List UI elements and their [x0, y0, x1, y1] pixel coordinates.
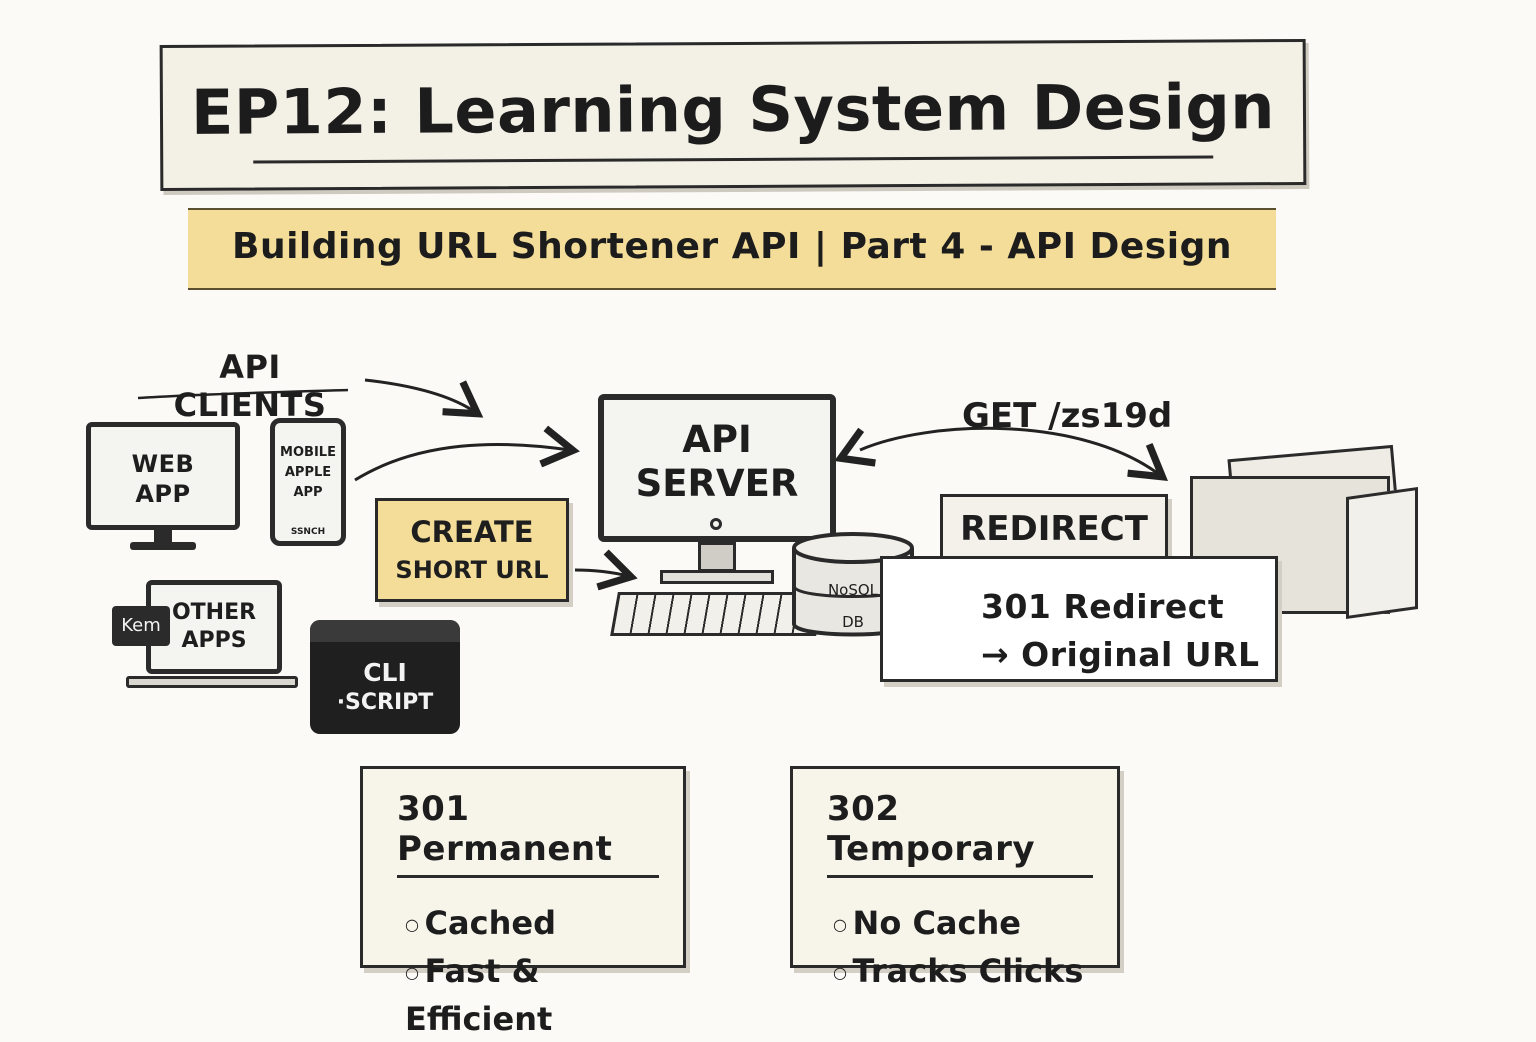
bullet-icon: ○: [405, 963, 425, 982]
card-302-item-2: ○ Tracks Clicks: [833, 952, 1084, 990]
web-app-screen: WEB APP: [86, 422, 240, 530]
web-app-stand: [154, 530, 172, 544]
web-app-label-2: APP: [135, 480, 191, 508]
card-301-item-2: ○ Fast & Efficient: [405, 952, 553, 1038]
get-request-arrow: [860, 426, 1160, 475]
clients-heading: API CLIENTS: [173, 348, 327, 424]
power-button-icon: [710, 518, 722, 530]
api-server-stand: [698, 542, 736, 572]
clients-heading-underline: [137, 388, 349, 400]
folder-front: [1346, 486, 1418, 620]
bullet-icon: ○: [833, 915, 853, 934]
redirect-result-line-1: 301 Redirect: [981, 587, 1225, 626]
mobile-bottom-text: SSNCH: [290, 527, 326, 537]
card-301-item-1: ○ Cached: [405, 904, 556, 942]
cli-label-1: CLI: [363, 658, 407, 687]
card-302-divider: [827, 875, 1093, 878]
card-301-divider: [397, 875, 659, 878]
api-server-base: [660, 570, 774, 584]
other-apps-badge: Kem: [112, 606, 170, 646]
mobile-app-device: MOBILE APPLE APP SSNCH: [270, 418, 346, 546]
web-app-label-1: WEB: [131, 450, 195, 478]
clients-heading-arrow: [364, 378, 475, 412]
subtitle-banner: Building URL Shortener API | Part 4 - AP…: [188, 208, 1276, 290]
cli-titlebar: [310, 620, 460, 642]
card-301-permanent: 301 Permanent ○ Cached ○ Fast & Efficien…: [360, 766, 686, 1038]
web-app-device: WEB APP: [86, 422, 240, 554]
other-apps-label-1: OTHER: [171, 600, 257, 625]
mobile-label-3: APP: [293, 485, 323, 500]
create-label-2: SHORT URL: [395, 556, 549, 584]
get-request-label: GET /zs19d: [962, 396, 1173, 436]
create-short-url-box: CREATE SHORT URL: [375, 498, 569, 602]
other-apps-keyboard: [126, 676, 298, 688]
create-to-server-arrow: [574, 570, 628, 576]
db-label-1: NoSQL: [828, 581, 879, 599]
card-302-title: 302 Temporary: [827, 789, 1036, 869]
bullet-icon: ○: [833, 963, 853, 982]
mobile-label-2: APPLE: [284, 465, 332, 480]
mobile-label-1: MOBILE: [280, 445, 336, 460]
cli-label-2: ·SCRIPT: [336, 690, 434, 715]
redirect-result-line-2: → Original URL: [981, 635, 1260, 674]
bullet-icon: ○: [405, 915, 425, 934]
db-label-2: DB: [842, 613, 864, 631]
card-302-item-1: ○ No Cache: [833, 904, 1021, 942]
redirect-result-box: 301 Redirect → Original URL: [880, 556, 1278, 682]
api-server-label-2: SERVER: [635, 462, 799, 505]
subtitle: Building URL Shortener API | Part 4 - AP…: [232, 226, 1232, 267]
redirect-tab-label: REDIRECT: [960, 509, 1148, 549]
api-server-screen: API SERVER: [598, 394, 836, 542]
api-server-device: API SERVER: [598, 394, 836, 644]
api-server-label-1: API: [682, 418, 752, 461]
web-app-base: [130, 542, 196, 550]
cli-script-device: CLI ·SCRIPT: [310, 620, 460, 734]
other-apps-label-2: APPS: [181, 628, 247, 653]
create-label-1: CREATE: [410, 515, 534, 549]
card-302-temporary: 302 Temporary ○ No Cache ○ Tracks Clicks: [790, 766, 1120, 990]
other-apps-device: OTHER APPS Kem: [112, 580, 298, 696]
redirect-tab: REDIRECT: [940, 494, 1168, 562]
clients-to-server-arrow: [354, 444, 570, 482]
card-301-title: 301 Permanent: [397, 789, 613, 869]
